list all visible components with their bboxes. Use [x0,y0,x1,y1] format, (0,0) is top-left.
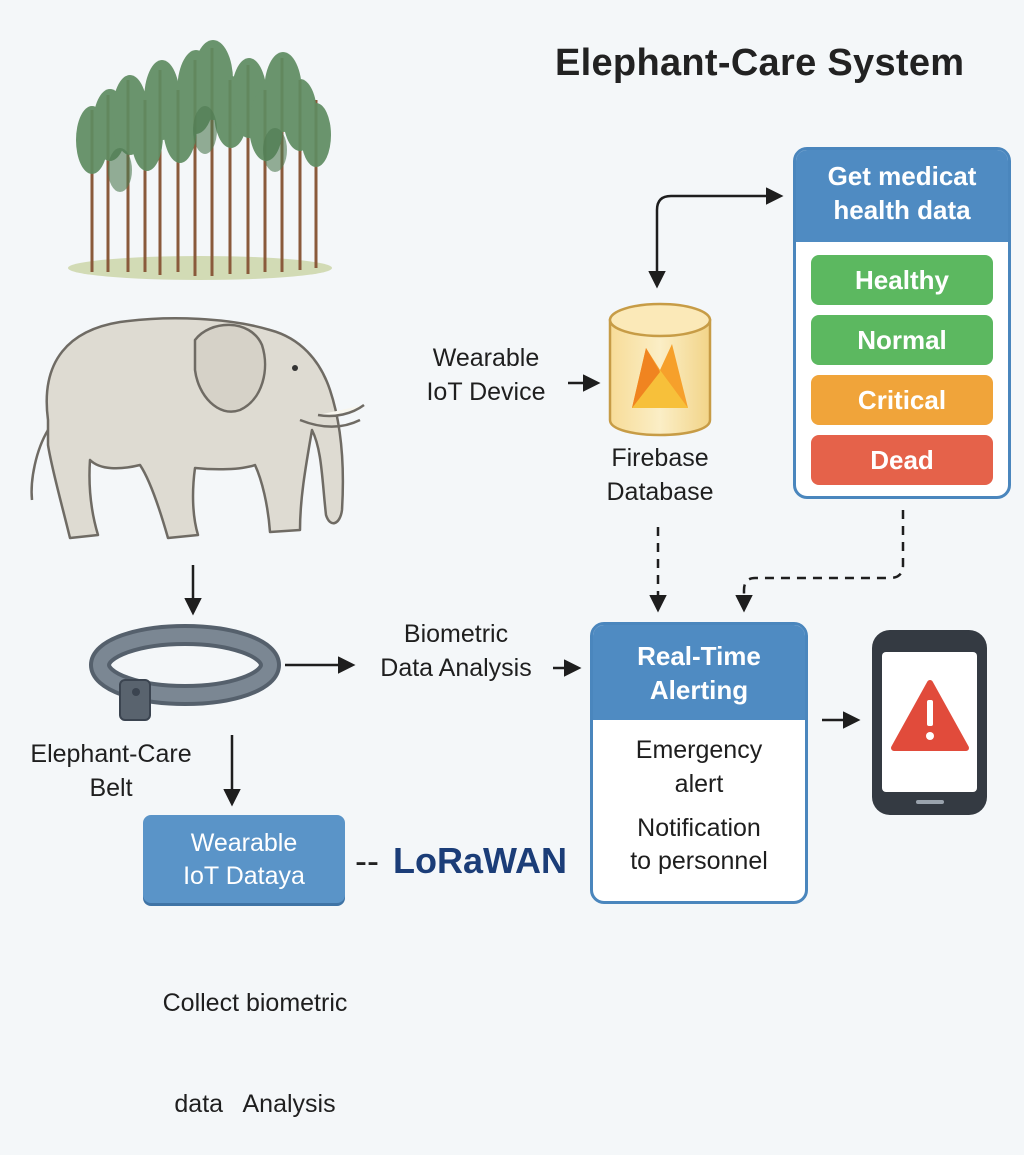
diagram-title: Elephant-Care System [555,42,965,84]
status-critical: Critical [811,375,993,425]
real-time-alerting-panel: Real-Time Alerting Emergency alert Notif… [590,622,808,904]
diagram-canvas [30,40,987,815]
notification-item: Notification to personnel [630,813,768,876]
elephant-icon [30,317,365,540]
firebase-database-label: Firebase Database [606,444,714,506]
collect-biometric-label: Collect biometric data Analysis [162,989,348,1118]
firebase-database-icon [608,302,712,437]
status-normal: Normal [811,315,993,365]
wearable-iot-device-label: Wearable IoT Device [426,344,546,406]
real-time-alerting-header: Real-Time Alerting [593,625,805,720]
status-dead: Dead [811,435,993,485]
health-data-header: Get medicat health data [796,150,1008,242]
arrow-database-health-link [648,187,784,289]
arrow-health-to-alerting [735,510,905,613]
lorawan-dash: -- [355,840,379,881]
health-data-panel: Get medicat health data Healthy Normal C… [793,147,1011,499]
biometric-analysis-label: Biometric Data Analysis [380,620,532,682]
lorawan-label: --LoRaWAN [355,840,567,881]
emergency-alert-item: Emergency alert [635,736,763,798]
elephant-care-belt-label: Elephant-Care Belt [30,740,192,802]
pine-forest-icon [68,40,332,280]
collar-belt-icon [89,624,281,721]
wearable-iot-gateway-box: Wearable IoT Dataya [143,815,345,903]
status-healthy: Healthy [811,255,993,305]
smartphone-alert-icon [872,630,987,815]
